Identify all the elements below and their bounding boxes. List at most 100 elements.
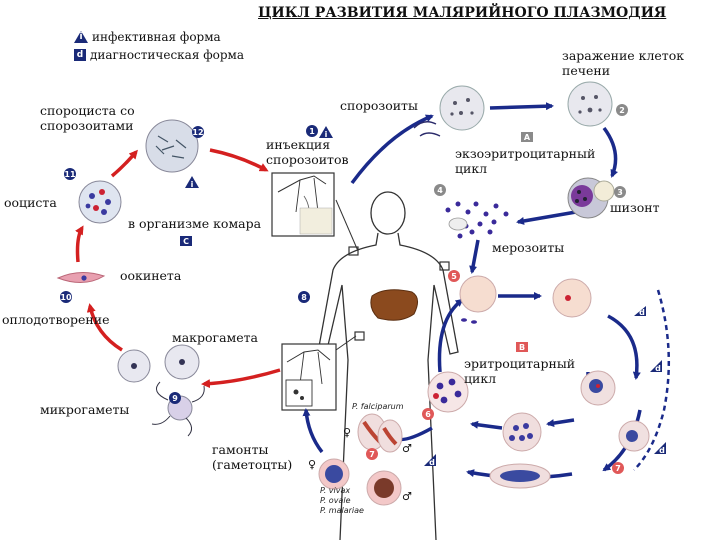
inset-leader-line — [335, 335, 357, 351]
infective-form-markers: i i — [185, 126, 333, 189]
liver-cell-early — [439, 85, 485, 131]
erythrocyte-schizont — [502, 412, 542, 452]
legend-item-diagnostic: d диагностическая форма — [74, 48, 244, 62]
svg-text:11: 11 — [64, 170, 76, 179]
label-fertilization: оплодотворение — [2, 312, 110, 327]
arrow-merozoites-to-erythrocyte — [469, 239, 480, 274]
erythrocyte-trophozoite-right — [618, 420, 650, 452]
svg-text:i: i — [191, 180, 194, 189]
arrow-liver-to-schizont — [602, 126, 618, 178]
phase-badge-C: C — [180, 236, 192, 246]
liver-cell-infected — [567, 81, 613, 127]
erythrocyte-rupture — [427, 371, 469, 413]
stage-badge-5: 5 — [448, 270, 460, 282]
svg-text:4: 4 — [437, 186, 443, 195]
label-sporocyst: спороциста со спорозоитами — [40, 103, 135, 133]
label-ookinete: оокинета — [120, 268, 182, 283]
gametocyte-elongated — [489, 463, 551, 489]
liver-organ — [370, 289, 418, 321]
falciparum-gametocyte-male — [377, 419, 403, 453]
svg-text:9: 9 — [172, 394, 178, 403]
svg-text:d: d — [639, 308, 645, 317]
erythrocyte-ring-stage — [552, 278, 592, 318]
svg-text:10: 10 — [60, 293, 72, 302]
svg-text:5: 5 — [451, 272, 457, 281]
stage-badge-4: 4 — [434, 184, 446, 196]
vivax-gametocyte-female — [318, 458, 350, 490]
phase-letter-badges: A B C — [180, 132, 533, 352]
diagnostic-form-icon: d — [74, 49, 86, 61]
stage-badges: 1 2 3 4 5 6 7 7 8 9 10 11 12 — [60, 104, 628, 474]
svg-text:♂: ♂ — [402, 442, 412, 455]
infective-form-icon: i — [74, 31, 88, 43]
arrow-sporozoite-to-liver-cell — [489, 102, 554, 111]
stage-badge-1: 1 — [306, 125, 318, 137]
merozoite-entering — [461, 318, 477, 324]
arrow-gametes-to-zygote — [201, 368, 281, 389]
mosquito-cycle-arrows — [75, 148, 281, 389]
arm-blood-marker — [354, 331, 365, 341]
arrow-fertilization-to-ookinete — [86, 303, 123, 352]
arrow-injection-to-liver — [350, 114, 434, 185]
sporocyst-with-sporozoites — [145, 119, 199, 173]
stage-badge-10: 10 — [60, 291, 72, 303]
arrow-oocyst-to-sporocyst — [110, 149, 138, 178]
diagram-title: ЦИКЛ РАЗВИТИЯ МАЛЯРИЙНОГО ПЛАЗМОДИЯ — [258, 5, 667, 21]
stage-badge-7-bottom: 7 — [612, 462, 624, 474]
stage-badge-12: 12 — [192, 126, 204, 138]
mosquito-bite-inset-top — [271, 172, 335, 237]
label-in-mosquito: в организме комара — [128, 216, 262, 231]
liver-marker — [439, 261, 450, 271]
species-malariae: P. malariae — [320, 506, 364, 515]
diagnostic-marker-4: d — [424, 454, 436, 467]
svg-text:d: d — [659, 446, 665, 455]
stage-badge-7: 7 — [366, 448, 378, 460]
stage-badge-9: 9 — [169, 392, 181, 404]
human-silhouette — [317, 191, 459, 540]
oocyst — [78, 180, 122, 224]
arrow-gamonts-to-mosquito — [302, 408, 324, 454]
label-erythro-cycle: эритроцитарный цикл — [464, 356, 576, 386]
label-injection: инъекция спорозоитов — [266, 137, 349, 167]
label-macrogamete: макрогамета — [172, 330, 259, 345]
stage-badge-8: 8 — [298, 291, 310, 303]
infective-marker-sporocyst: i — [185, 176, 199, 189]
species-falciparum: P. falciparum — [352, 402, 404, 411]
label-merozoites: мерозоиты — [492, 240, 565, 255]
diagnostic-marker-1: d — [634, 306, 646, 317]
infective-marker-injection: i — [319, 126, 333, 139]
stage-badge-3: 3 — [614, 186, 626, 198]
diagnostic-marker-3: d — [654, 442, 666, 455]
svg-text:7: 7 — [369, 450, 375, 459]
svg-text:7: 7 — [615, 464, 621, 473]
microgametes-cell — [151, 381, 205, 437]
svg-text:i: i — [325, 130, 328, 139]
label-gamonts: гамонты (гаметоцты) — [212, 442, 293, 472]
svg-text:A: A — [524, 133, 531, 142]
arrow-trophozoite-down — [607, 314, 641, 380]
legend-text-infective: инфективная форма — [92, 30, 221, 44]
phase-badge-B: B — [516, 342, 528, 352]
arrow-sporocyst-to-injection — [209, 148, 269, 172]
arrow-ookinete-to-oocyst — [75, 225, 84, 263]
phase-badge-A: A — [521, 132, 533, 142]
svg-text:3: 3 — [617, 188, 623, 197]
arrow-schizont-to-erythrocyte-release — [470, 420, 503, 430]
macrogamete-cell — [164, 344, 200, 380]
inset-leader-line — [335, 199, 359, 252]
label-schizont: шизонт — [610, 200, 660, 215]
svg-text:6: 6 — [425, 410, 431, 419]
erythrocyte-trophozoite — [580, 370, 616, 406]
svg-text:d: d — [429, 458, 435, 467]
sex-symbols: ♀♂ ♀♂ — [308, 426, 412, 503]
svg-text:C: C — [183, 237, 189, 246]
diagnostic-marker-2: d — [650, 360, 662, 373]
sporozoite-free — [413, 121, 441, 137]
label-liver-infection: заражение клеток печени — [562, 48, 685, 78]
label-oocyst: ооциста — [4, 195, 57, 210]
liver-schizont-cell — [567, 177, 615, 219]
svg-text:8: 8 — [301, 293, 307, 302]
zygote — [117, 349, 151, 383]
diagnostic-form-markers: d d d d — [424, 306, 666, 467]
